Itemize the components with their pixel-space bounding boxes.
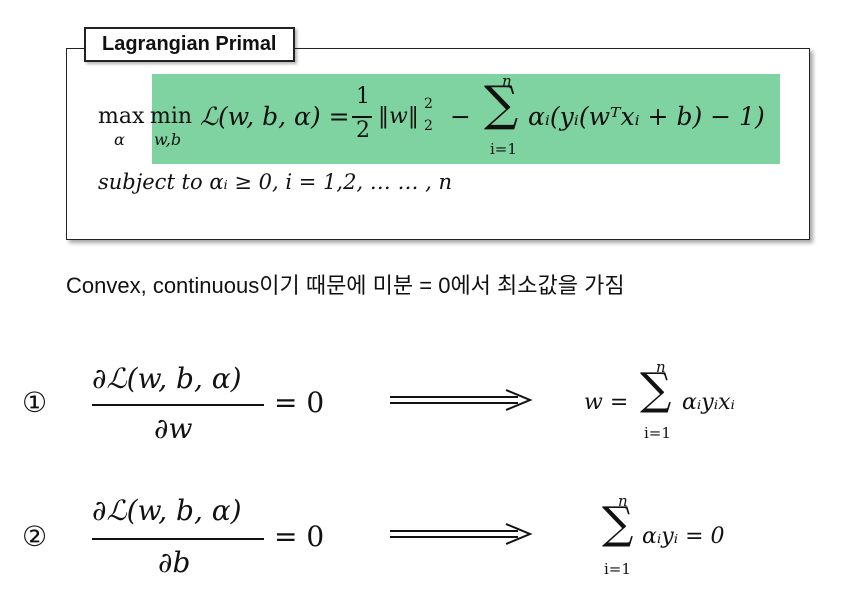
eq2-sum-upper: n (618, 492, 628, 510)
eq2-numerator: ∂ℒ(w, b, α) (92, 494, 242, 527)
sum-sign: ∑ (484, 76, 519, 132)
eq2-equals-zero: = 0 (274, 520, 325, 553)
eq1-numerator: ∂ℒ(w, b, α) (92, 362, 242, 395)
eq2-arrow (390, 523, 533, 545)
eq1-sum-upper: n (656, 358, 666, 376)
sum-upper-limit: n (502, 72, 512, 90)
eq2-denominator: ∂b (158, 546, 191, 579)
min-subscript: w,b (154, 130, 182, 149)
eq1-arrow (390, 389, 533, 411)
marker-2: ② (22, 520, 48, 553)
eq2-sum-sign: ∑ (602, 498, 634, 549)
eq2-sum-lower: i=1 (604, 560, 631, 578)
eq2-result-term: αᵢyᵢ = 0 (642, 524, 725, 549)
minus-sign: − (450, 102, 471, 131)
eq1-equals-zero: = 0 (274, 386, 325, 419)
summand-term: αᵢ(yᵢ(wᵀxᵢ + b) − 1) (528, 102, 765, 131)
norm-superscript: 2 (424, 96, 433, 112)
eq1-fraction-bar (92, 404, 264, 406)
norm-w: ‖w‖ (378, 104, 419, 129)
marker-1: ① (22, 386, 48, 419)
min-operator: min (150, 104, 193, 129)
constraint-line: subject to αᵢ ≥ 0, i = 1,2, … … , n (98, 170, 453, 194)
half-denominator: 2 (356, 118, 370, 143)
norm-subscript: 2 (424, 118, 433, 134)
half-fraction-bar (352, 116, 372, 118)
max-operator: max (98, 104, 145, 129)
sum-lower-limit: i=1 (490, 140, 517, 158)
box-title: Lagrangian Primal (84, 27, 295, 62)
max-subscript: α (114, 130, 125, 149)
highlight-region (152, 74, 780, 164)
convexity-note: Convex, continuous이기 때문에 미분 = 0에서 최소값을 가… (66, 273, 625, 298)
eq1-sum-sign: ∑ (640, 364, 672, 415)
eq1-result-term: αᵢyᵢxᵢ (682, 390, 735, 415)
lagrangian-lhs: ℒ(w, b, α) = (200, 102, 350, 131)
eq1-denominator: ∂w (154, 412, 193, 445)
half-numerator: 1 (356, 84, 370, 109)
eq1-result-lhs: w = (584, 390, 629, 415)
eq1-sum-lower: i=1 (644, 424, 671, 442)
eq2-fraction-bar (92, 538, 264, 540)
